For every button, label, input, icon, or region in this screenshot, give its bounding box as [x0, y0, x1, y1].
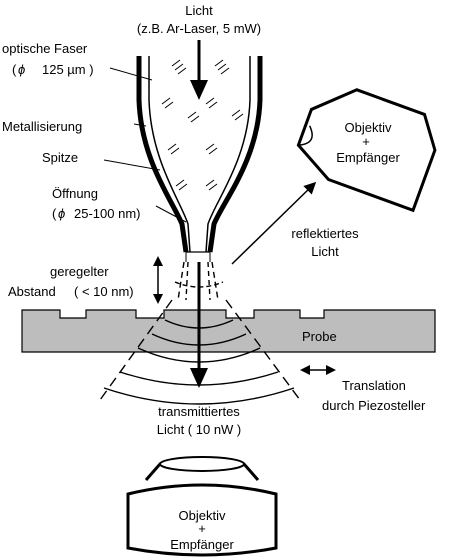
objective-bottom-line2: Empfänger — [170, 537, 234, 552]
leader-metallization — [133, 123, 147, 127]
distance-label-2: Abstand — [8, 284, 56, 299]
fiber-label: optische Faser — [2, 41, 88, 56]
sample — [21, 309, 436, 353]
reflected-light-label: reflektiertes — [291, 226, 359, 241]
diameter-symbol-aperture: ϕ — [58, 206, 65, 221]
distance-value: ( < 10 nm) — [74, 284, 134, 299]
reflected-light-arrow — [231, 181, 317, 265]
metallization-label: Metallisierung — [2, 119, 82, 134]
leader-lines — [103, 67, 187, 223]
distance-double-arrow — [153, 256, 163, 304]
leader-fiber — [109, 67, 153, 81]
light-source-label: (z.B. Ar-Laser, 5 mW) — [137, 21, 261, 36]
translation-double-arrow — [300, 365, 336, 375]
sample-body — [21, 309, 436, 353]
objective-top-line1: Objektiv — [345, 120, 392, 135]
fiber-inner-left — [148, 56, 191, 253]
transmitted-beam-arrow — [190, 262, 208, 388]
light-title: Licht — [185, 3, 213, 18]
near-field-waves — [99, 261, 301, 405]
translation-label-2: durch Piezosteller — [322, 398, 426, 413]
fiber-diameter-label: 125 µm ) — [42, 62, 94, 77]
fiber-outer-right — [207, 56, 263, 253]
objective-top — [296, 88, 437, 213]
fiber-diameter-prefix: ( — [12, 62, 17, 77]
objective-top-plus: + — [362, 134, 370, 149]
objective-bottom — [126, 456, 278, 557]
objective-bottom-plus: + — [198, 521, 206, 536]
objective-bottom-line1: Objektiv — [179, 508, 226, 523]
fiber-inner-right — [205, 56, 251, 253]
fiber-outer-left — [136, 56, 189, 253]
objective-top-line2: Empfänger — [336, 150, 400, 165]
glass-hatching — [161, 59, 244, 191]
diameter-symbol-fiber: ϕ — [18, 62, 25, 77]
fiber-tip — [136, 56, 263, 262]
tip-label: Spitze — [42, 150, 78, 165]
sample-label: Probe — [302, 329, 337, 344]
transmitted-light-label: transmittiertes — [158, 404, 240, 419]
aperture-label: Öffnung — [52, 186, 98, 201]
transmitted-light-label-2: Licht ( 10 nW ) — [157, 422, 242, 437]
aperture-size-prefix: ( — [52, 206, 57, 221]
leader-tip — [103, 159, 161, 171]
leader-aperture — [155, 205, 187, 223]
incoming-light-arrow — [190, 40, 208, 100]
distance-label: geregelter — [50, 264, 109, 279]
reflected-light-label-2: Licht — [311, 244, 339, 259]
aperture-size-label: 25-100 nm) — [74, 206, 140, 221]
translation-label: Translation — [342, 378, 406, 393]
